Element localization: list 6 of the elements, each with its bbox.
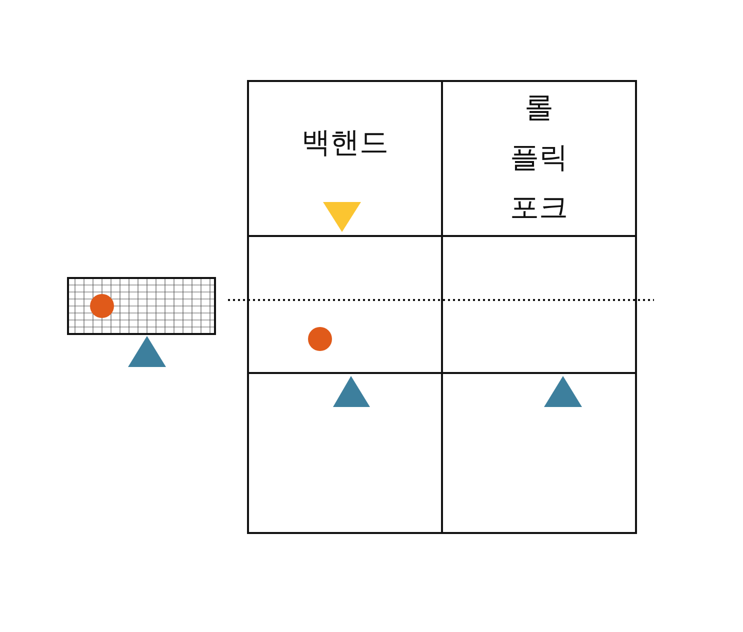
court-box	[441, 372, 637, 534]
court-box	[441, 80, 637, 237]
court-box	[247, 80, 443, 237]
court-box	[247, 372, 443, 534]
shot-label: 백핸드	[302, 124, 388, 161]
shot-label: 롤 플릭 포크	[509, 89, 569, 226]
